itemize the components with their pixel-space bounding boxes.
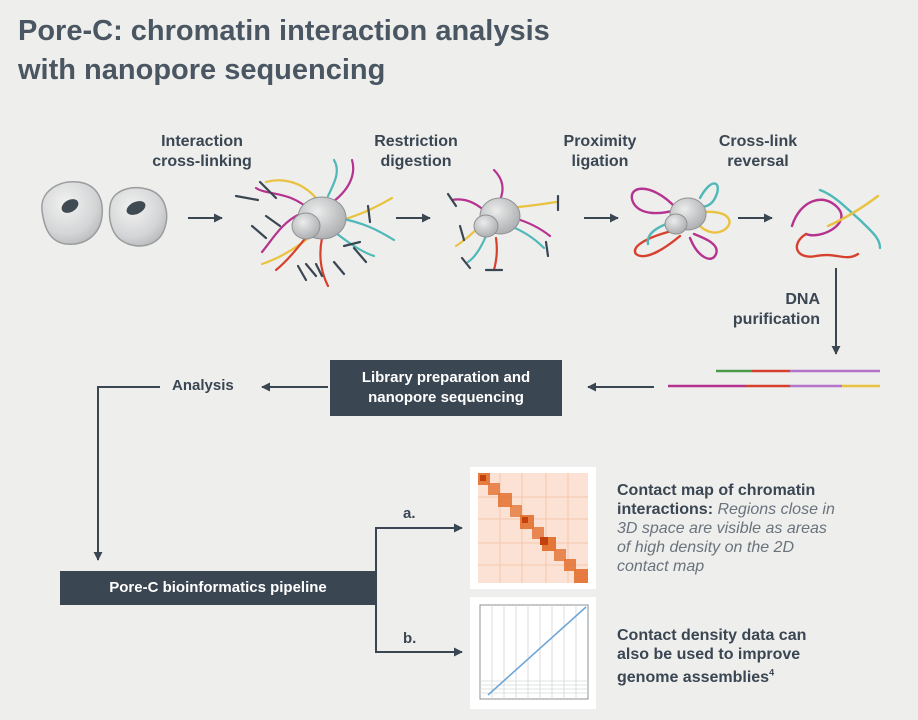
ligated-chromatin-illustration (630, 182, 731, 260)
cell-icon (108, 186, 168, 247)
page-title: Pore-C: chromatin interaction analysis w… (18, 15, 550, 86)
step-label-reversal: Cross-link reversal (718, 133, 798, 170)
step-label-purification: DNA purification (732, 291, 820, 328)
dna-fragments-illustration (668, 369, 880, 388)
contact-map-panel (470, 467, 596, 589)
bioinformatics-pipeline-box: Pore-C bioinformatics pipeline (60, 571, 376, 605)
digested-chromatin-illustration (446, 168, 560, 272)
dot-plot (479, 604, 589, 700)
cell-icon (41, 181, 104, 245)
contact-density-description: Contact density data can also be used to… (617, 627, 807, 687)
contact-map-heatmap (478, 473, 588, 583)
library-preparation-box: Library preparation and nanopore sequenc… (330, 360, 562, 416)
step-label-crosslinking: Interaction cross-linking (152, 133, 252, 170)
reversed-dna-illustration (790, 188, 882, 259)
branch-label-b: b. (403, 630, 417, 647)
branch-label-a: a. (403, 505, 416, 522)
connector-line (93, 386, 160, 561)
step-label-digestion: Restriction digestion (374, 133, 458, 170)
analysis-label: Analysis (172, 377, 234, 394)
step-label-ligation: Proximity ligation (563, 133, 637, 170)
branch-b-arrow (375, 588, 463, 657)
contact-map-description: Contact map of chromatin interactions: R… (617, 482, 835, 575)
crosslinked-chromatin-illustration (234, 158, 396, 288)
branch-a-arrow (375, 523, 463, 588)
contact-density-panel (470, 597, 596, 709)
